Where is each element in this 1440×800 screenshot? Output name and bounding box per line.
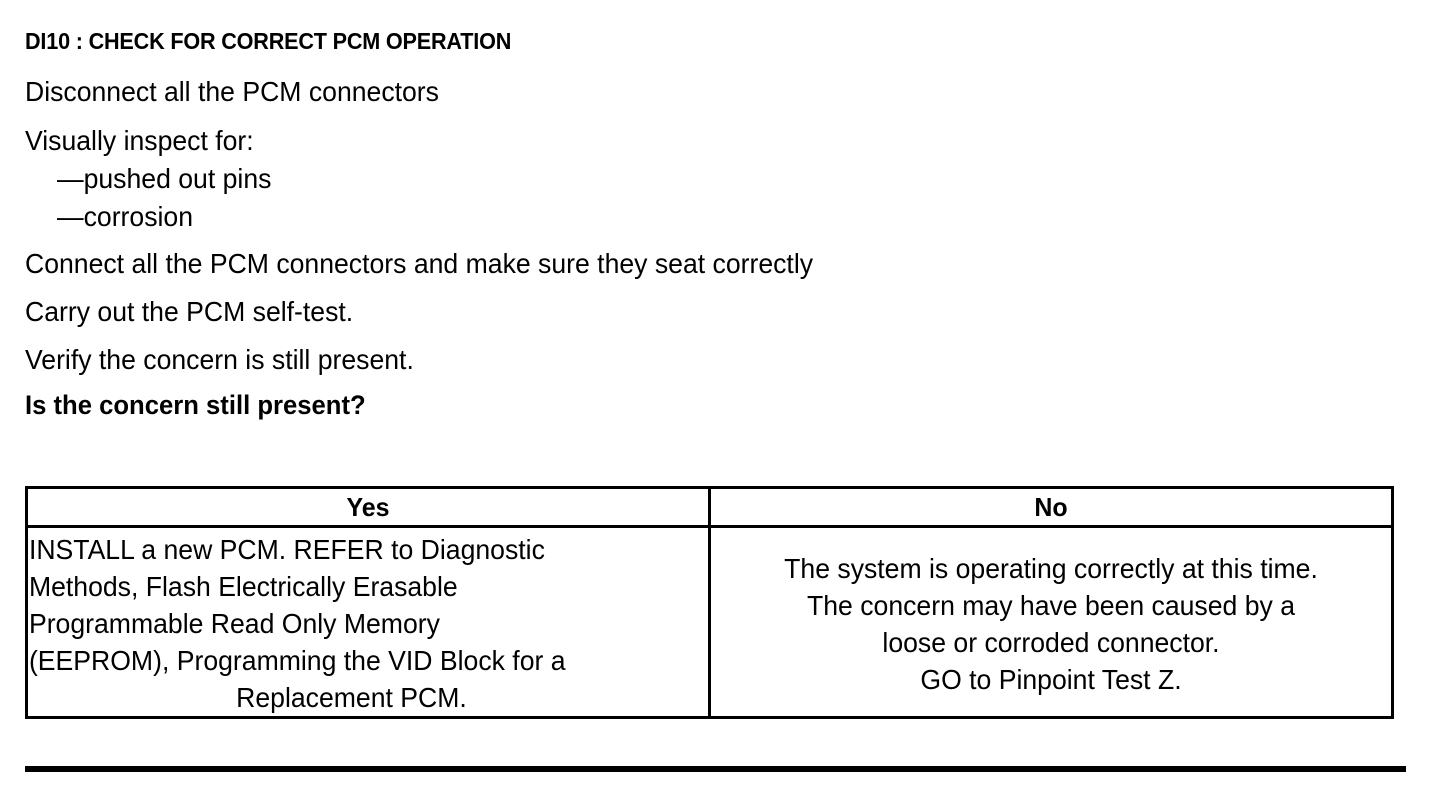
step-line-self-test: Carry out the PCM self-test. xyxy=(25,296,354,327)
bullet-corrosion: —corrosion xyxy=(57,201,194,232)
no-line-3: loose or corroded connector. xyxy=(882,627,1220,658)
section-divider-rule xyxy=(25,766,1406,772)
decision-table: Yes No INSTALL a new PCM. REFER to Diagn… xyxy=(25,486,1394,719)
page-title: DI10 : CHECK FOR CORRECT PCM OPERATION xyxy=(25,28,512,54)
bullet-pushed-out-pins: —pushed out pins xyxy=(57,163,272,194)
yes-line-1: INSTALL a new PCM. REFER to Diagnostic xyxy=(28,534,545,565)
table-row: INSTALL a new PCM. REFER to Diagnostic M… xyxy=(25,525,1394,719)
step-line-verify: Verify the concern is still present. xyxy=(25,344,414,375)
header-cell-yes: Yes xyxy=(25,486,711,528)
yes-line-3: Programmable Read Only Memory xyxy=(28,608,440,639)
table-header-row: Yes No xyxy=(25,486,1394,528)
no-line-2: The concern may have been caused by a xyxy=(807,590,1295,621)
body-cell-yes: INSTALL a new PCM. REFER to Diagnostic M… xyxy=(25,525,711,719)
header-cell-no: No xyxy=(708,486,1394,528)
step-line-connect: Connect all the PCM connectors and make … xyxy=(25,248,814,279)
decision-question: Is the concern still present? xyxy=(25,390,366,420)
no-line-1: The system is operating correctly at thi… xyxy=(784,553,1318,584)
column-header-yes: Yes xyxy=(346,492,390,522)
column-header-no: No xyxy=(1034,492,1068,522)
no-action-text: The system is operating correctly at thi… xyxy=(728,530,1374,699)
yes-action-text: INSTALL a new PCM. REFER to Diagnostic M… xyxy=(28,530,675,715)
body-cell-no: The system is operating correctly at thi… xyxy=(708,525,1394,719)
yes-line-5: Replacement PCM. xyxy=(236,682,467,713)
step-line-disconnect: Disconnect all the PCM connectors xyxy=(25,76,439,107)
step-line-visually-inspect: Visually inspect for: xyxy=(25,125,254,156)
no-line-4: GO to Pinpoint Test Z. xyxy=(920,664,1182,695)
yes-line-2: Methods, Flash Electrically Erasable xyxy=(28,571,458,602)
yes-line-4: (EEPROM), Programming the VID Block for … xyxy=(28,645,566,676)
